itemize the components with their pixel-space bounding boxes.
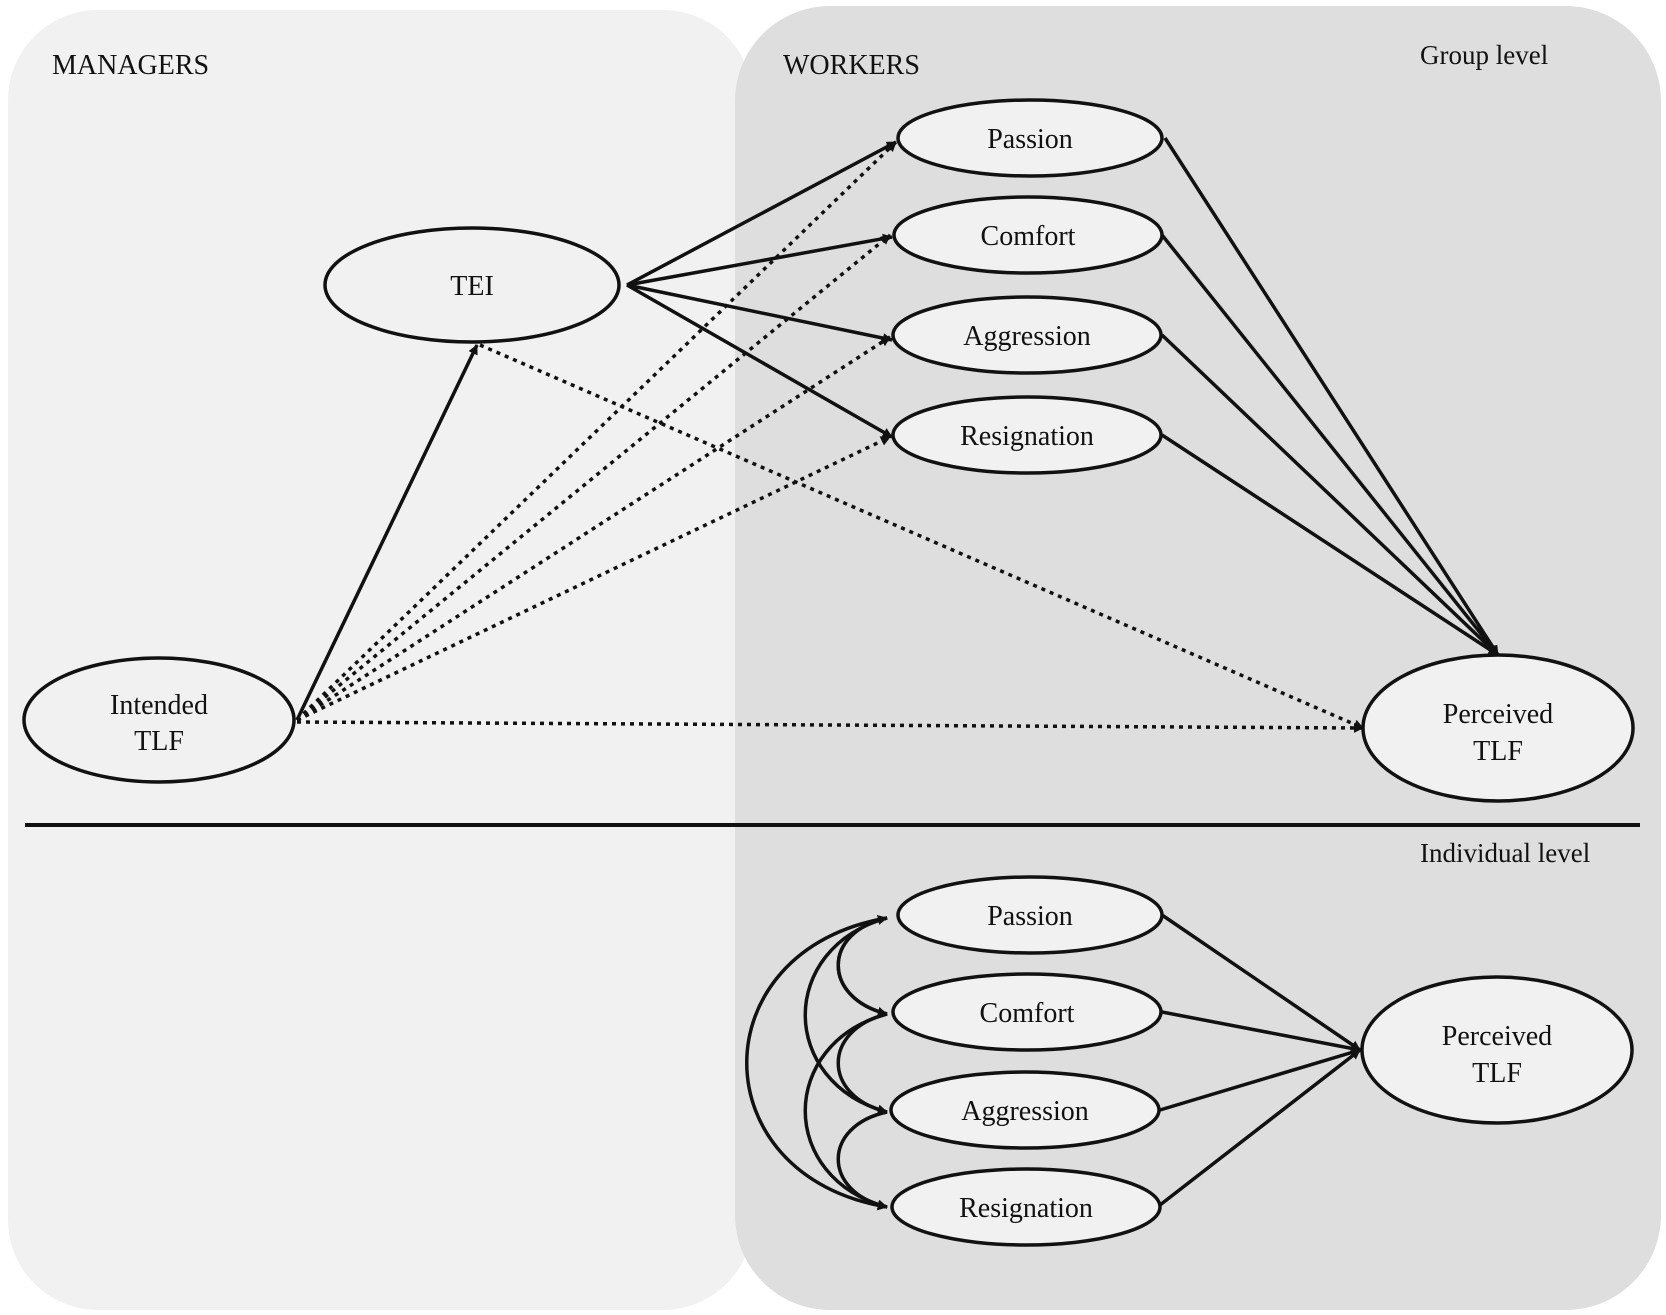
ind-passion-ellipse bbox=[896, 875, 1164, 955]
ind-perceived-tlf-label-line2: TLF bbox=[1472, 1058, 1522, 1089]
group-dotted-paths bbox=[295, 140, 1364, 733]
path-intended-to-comfort bbox=[295, 233, 892, 722]
ind-aggression-ellipse bbox=[889, 1070, 1161, 1150]
ind-path-aggression-to-perceived bbox=[1159, 1047, 1361, 1112]
ind-path-passion-to-perceived bbox=[1161, 913, 1361, 1052]
ind-aggression-label: Aggression bbox=[961, 1096, 1089, 1127]
corr-comfort-resignation bbox=[803, 1012, 888, 1210]
group-level-label: Group level bbox=[1420, 40, 1548, 70]
ind-perceived-tlf-ellipse bbox=[1360, 975, 1634, 1125]
ind-path-resignation-to-perceived bbox=[1158, 1048, 1362, 1207]
node-group-perceived-tlf: Perceived TLF bbox=[1361, 653, 1635, 803]
group-perceived-tlf-label-line1: Perceived bbox=[1443, 699, 1553, 730]
path-tei-to-passion bbox=[626, 140, 897, 287]
path-intended-to-passion bbox=[295, 140, 898, 722]
node-tei: TEI bbox=[323, 226, 621, 344]
node-ind-resignation: Resignation bbox=[890, 1167, 1162, 1247]
group-aggression-label: Aggression bbox=[963, 321, 1091, 352]
group-resignation-label: Resignation bbox=[960, 421, 1094, 452]
node-ind-aggression: Aggression bbox=[889, 1070, 1161, 1150]
node-ind-comfort: Comfort bbox=[891, 972, 1163, 1052]
path-intended-to-aggression bbox=[296, 335, 891, 722]
tei-label: TEI bbox=[450, 271, 494, 302]
group-aggression-ellipse bbox=[891, 295, 1163, 375]
path-comfort-to-perceived bbox=[1160, 233, 1500, 657]
intended-tlf-label-line1: Intended bbox=[110, 690, 208, 721]
node-intended-tlf: Intended TLF bbox=[22, 656, 296, 784]
corr-passion-resignation bbox=[745, 916, 888, 1211]
group-perceived-tlf-label-line2: TLF bbox=[1473, 736, 1523, 767]
corr-passion-comfort-head bbox=[836, 915, 888, 1016]
path-tei-to-perceived bbox=[479, 343, 1364, 730]
ind-passion-label: Passion bbox=[987, 901, 1073, 932]
node-ind-perceived-tlf: Perceived TLF bbox=[1360, 975, 1634, 1125]
managers-label: MANAGERS bbox=[52, 50, 209, 81]
ind-comfort-label: Comfort bbox=[980, 998, 1075, 1029]
managers-region bbox=[8, 10, 753, 1310]
group-perceived-tlf-ellipse bbox=[1361, 653, 1635, 803]
node-group-passion: Passion bbox=[896, 98, 1164, 178]
node-ind-passion: Passion bbox=[896, 875, 1164, 955]
group-comfort-ellipse bbox=[892, 195, 1164, 275]
ind-comfort-ellipse bbox=[891, 972, 1163, 1052]
path-tei-to-comfort bbox=[626, 233, 893, 287]
path-aggression-to-perceived bbox=[1160, 333, 1500, 657]
tei-ellipse bbox=[323, 226, 621, 344]
group-passion-label: Passion bbox=[987, 124, 1073, 155]
individual-solid-paths bbox=[1158, 913, 1362, 1207]
path-tei-to-aggression bbox=[626, 283, 893, 344]
path-resignation-to-perceived bbox=[1161, 433, 1499, 657]
group-passion-ellipse bbox=[896, 98, 1164, 178]
intended-tlf-label-line2: TLF bbox=[134, 726, 184, 757]
path-intended-to-resignation bbox=[296, 435, 891, 722]
group-comfort-label: Comfort bbox=[981, 221, 1076, 252]
individual-correlations bbox=[745, 915, 888, 1211]
group-solid-paths bbox=[295, 137, 1500, 721]
group-resignation-ellipse bbox=[891, 395, 1163, 475]
workers-label: WORKERS bbox=[783, 50, 920, 81]
path-passion-to-perceived bbox=[1163, 137, 1500, 656]
path-intended-to-tei bbox=[295, 344, 479, 721]
ind-resignation-label: Resignation bbox=[959, 1193, 1093, 1224]
intended-tlf-ellipse bbox=[22, 656, 296, 784]
ind-perceived-tlf-label-line1: Perceived bbox=[1442, 1021, 1552, 1052]
path-intended-to-perceived bbox=[296, 720, 1364, 733]
node-group-resignation: Resignation bbox=[891, 395, 1163, 475]
path-tei-to-resignation bbox=[626, 283, 893, 439]
node-group-comfort: Comfort bbox=[892, 195, 1164, 275]
node-group-aggression: Aggression bbox=[891, 295, 1163, 375]
ind-path-comfort-to-perceived bbox=[1161, 1010, 1361, 1054]
ind-resignation-ellipse bbox=[890, 1167, 1162, 1247]
individual-level-label: Individual level bbox=[1420, 838, 1590, 868]
